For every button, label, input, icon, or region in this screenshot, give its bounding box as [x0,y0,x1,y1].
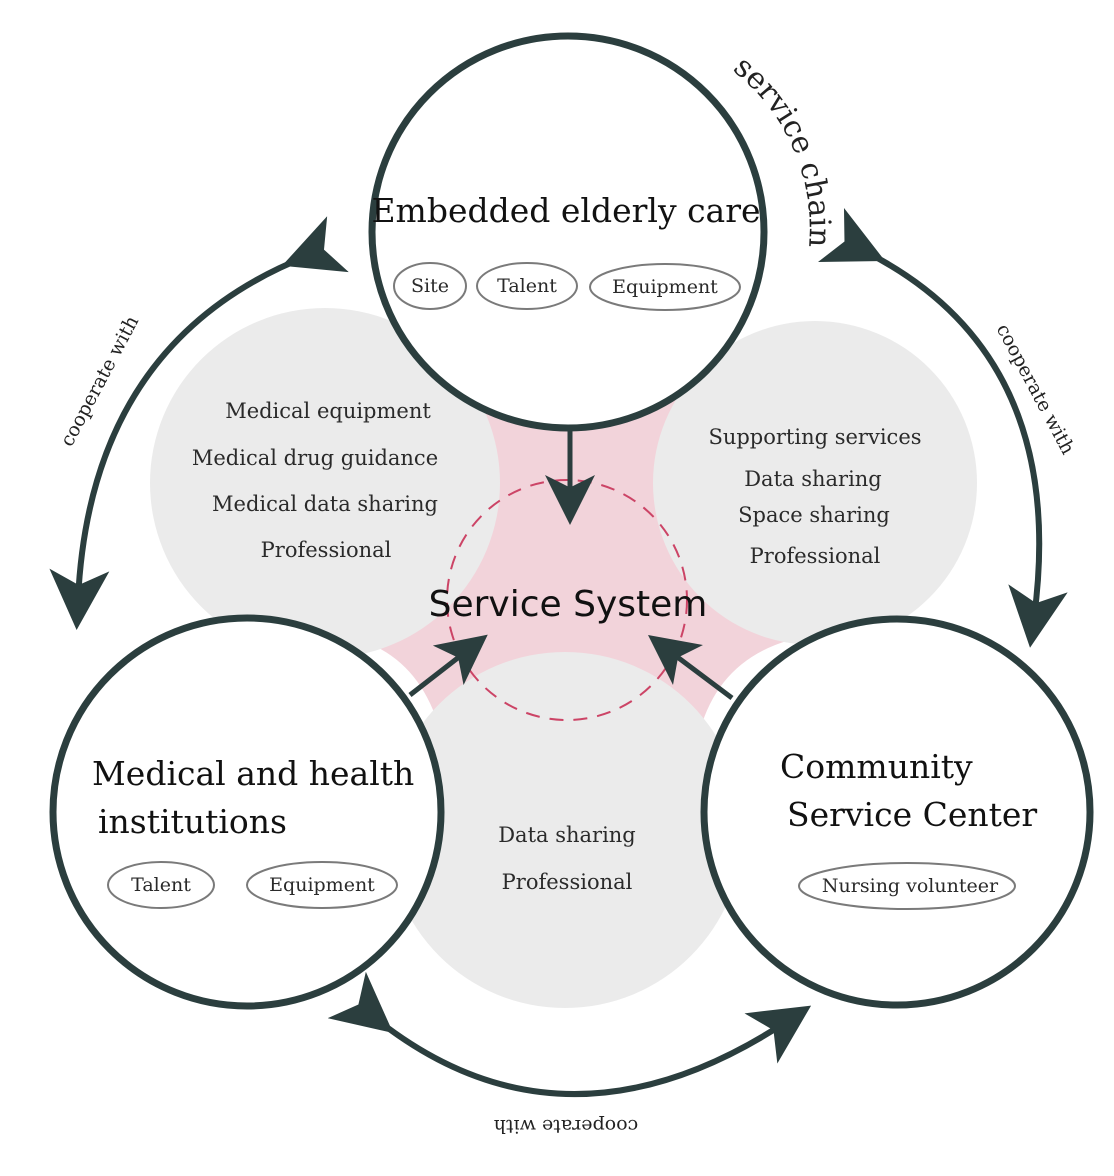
pill-equipment-top [589,263,741,311]
node-right-title-line2: Service Center [787,795,1037,834]
node-right-title-line1: Community [780,747,973,786]
cooperate-label-bottom: cooperate with [494,1115,638,1137]
pill-talent-left [107,861,215,909]
overlap-top-left-item: Professional [261,538,392,562]
overlap-top-right-item: Professional [750,544,881,568]
node-top-circle [368,32,768,432]
overlap-bottom-item: Data sharing [498,823,636,847]
overlap-top-right-item: Data sharing [744,467,882,491]
overlap-top-right-item: Supporting services [708,425,921,449]
center-label: Service System [429,584,708,625]
cooperate-label-left: cooperate with [56,312,143,450]
overlap-top-left-item: Medical drug guidance [192,446,438,470]
cooperate-arc-left [49,216,349,630]
pill-nursing-volunteer-label: Nursing volunteer [822,875,999,897]
pill-nursing-volunteer [798,862,1016,910]
arrow-right-to-center [648,635,734,700]
node-top-title: Embedded elderly care [371,191,760,230]
node-left-title-line1: Medical and health [92,754,414,793]
arrow-left-to-center [408,634,488,697]
pill-talent-top [476,262,578,310]
pill-talent-left-label: Talent [131,874,191,896]
petal-bottom [387,652,743,1008]
node-left-title-line2: institutions [98,802,287,841]
pill-site-label: Site [411,275,449,297]
pill-equipment-left-label: Equipment [269,874,375,896]
pill-equipment-left [246,861,398,909]
overlap-top-right-item: Space sharing [738,503,890,527]
overlap-top-left-item: Medical equipment [225,399,431,423]
overlap-bottom-item: Professional [502,870,633,894]
overlap-top-left-item: Medical data sharing [212,492,438,516]
cooperate-arc-bottom [327,971,812,1097]
cooperate-arc-right [817,207,1068,648]
pill-site [393,262,467,310]
pill-talent-top-label: Talent [497,275,557,297]
pill-equipment-top-label: Equipment [612,276,718,298]
